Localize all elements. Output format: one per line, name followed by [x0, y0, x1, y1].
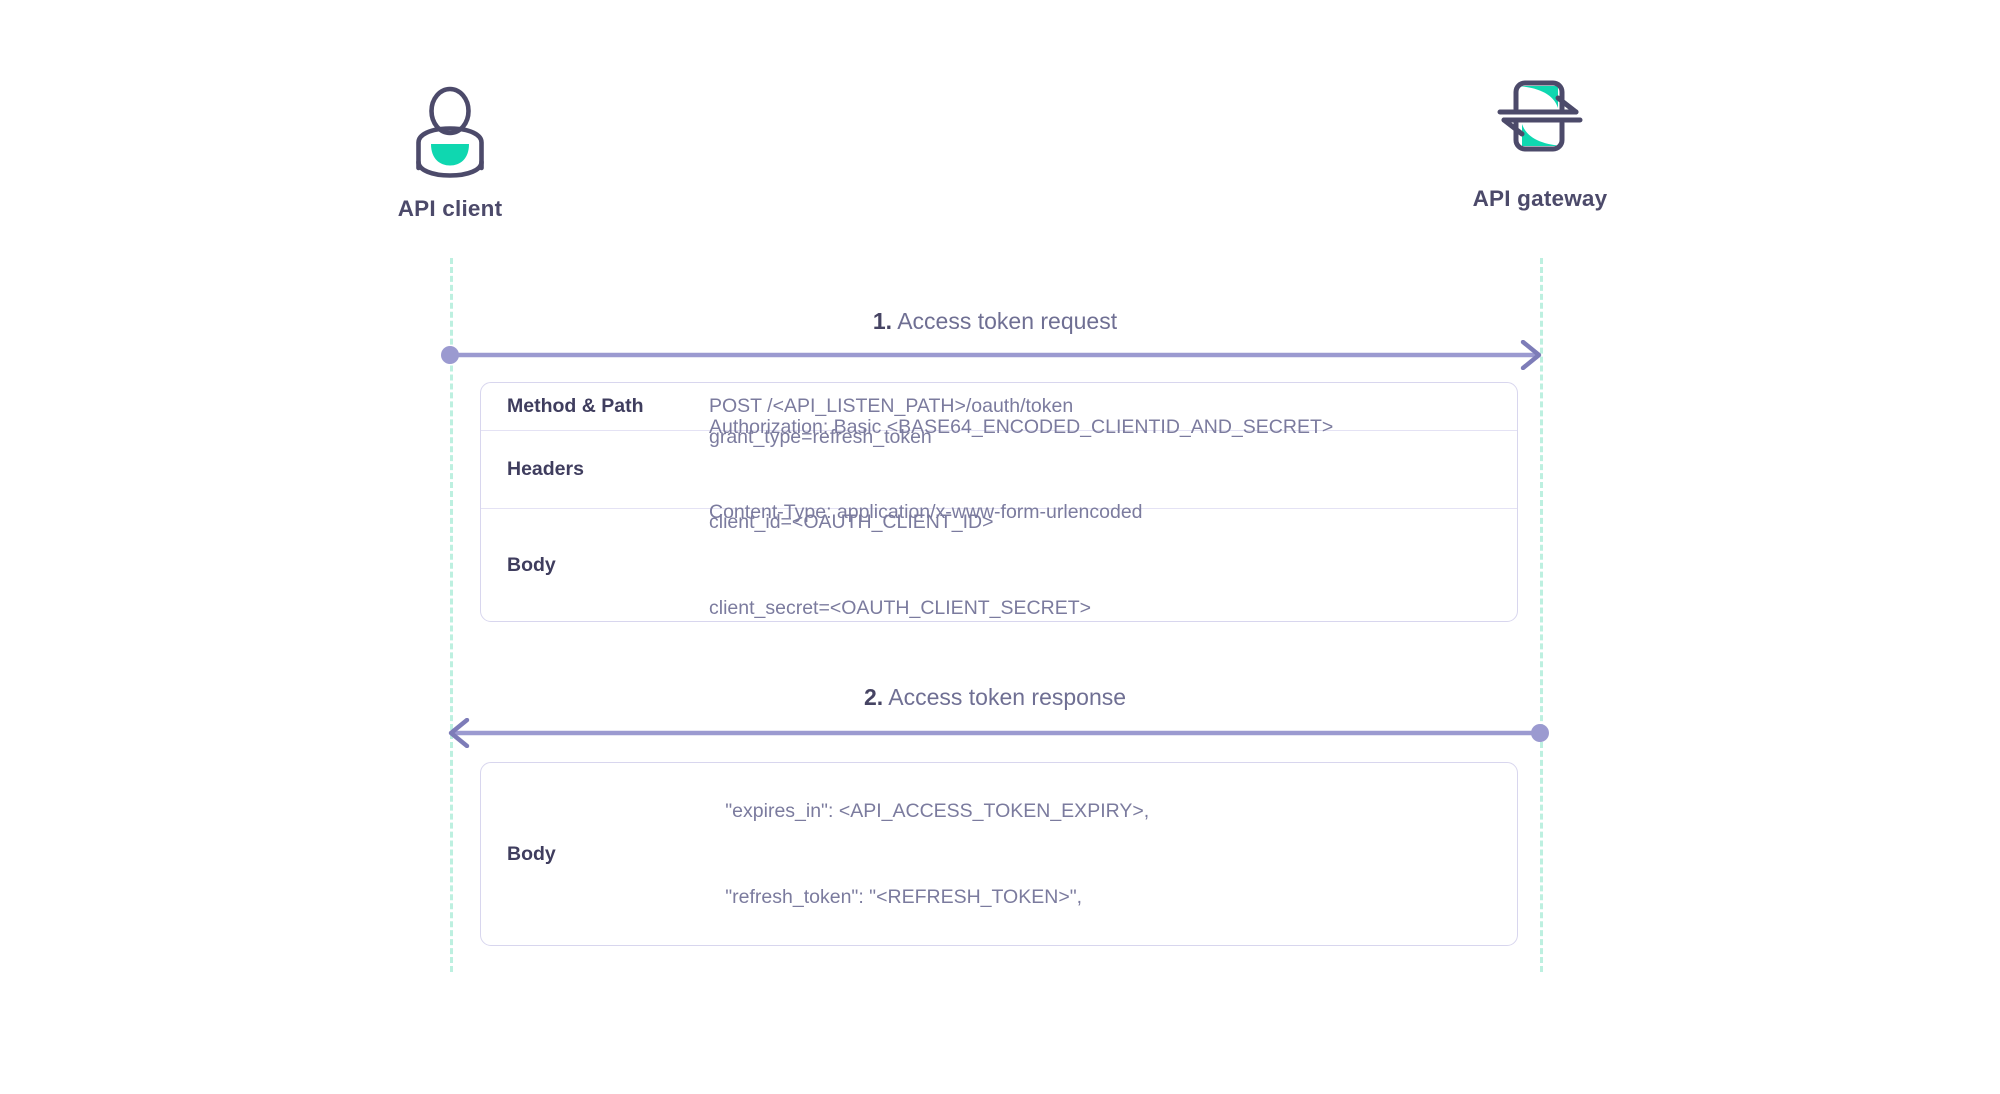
row-value-response-body: { "access_token": "<API_ACCESS_TOKEN>", … [709, 800, 1150, 908]
row-value-headers: Authorization: Basic <BASE64_ENCODED_CLI… [709, 415, 1334, 524]
step-label-1: Access token request [897, 308, 1118, 334]
row-label-headers: Headers [507, 458, 584, 480]
actor-label-api-gateway: API gateway [1472, 186, 1608, 211]
table-row-headers: Headers Authorization: Basic <BASE64_ENC… [481, 416, 1517, 523]
row-label-response-body: Body [507, 842, 556, 865]
lifeline-api-client [450, 258, 453, 972]
message-arrow-request [440, 339, 1550, 371]
table-row-method-path: Method & Path POST /<API_LISTEN_PATH>/oa… [481, 383, 1517, 431]
table-row-body: Body grant_type=refresh_token client_id=… [481, 426, 1517, 621]
lifeline-api-gateway [1540, 258, 1543, 972]
row-label-method-path: Method & Path [507, 395, 644, 417]
row-value-body: grant_type=refresh_token client_id=<OAUT… [709, 425, 1092, 619]
row-value-method-path: POST /<API_LISTEN_PATH>/oauth/token [709, 395, 1074, 418]
step-title-2: 2. Access token response [445, 684, 1545, 711]
request-detail-table: Method & Path POST /<API_LISTEN_PATH>/oa… [480, 382, 1518, 622]
row-label-body: Body [507, 553, 556, 576]
actor-api-client: API client [300, 82, 600, 222]
response-detail-table: Body { "access_token": "<API_ACCESS_TOKE… [480, 762, 1518, 946]
api-gateway-icon [1390, 72, 1690, 168]
table-row-response-body: Body { "access_token": "<API_ACCESS_TOKE… [481, 763, 1517, 945]
user-avatar-icon [300, 82, 600, 178]
step-title-1: 1. Access token request [445, 308, 1545, 335]
message-arrow-response [440, 717, 1550, 749]
step-number-2: 2. [863, 684, 884, 710]
step-label-2: Access token response [888, 684, 1127, 710]
actor-label-api-client: API client [397, 196, 503, 221]
actor-api-gateway: API gateway [1390, 72, 1690, 212]
step-number-1: 1. [872, 308, 893, 334]
